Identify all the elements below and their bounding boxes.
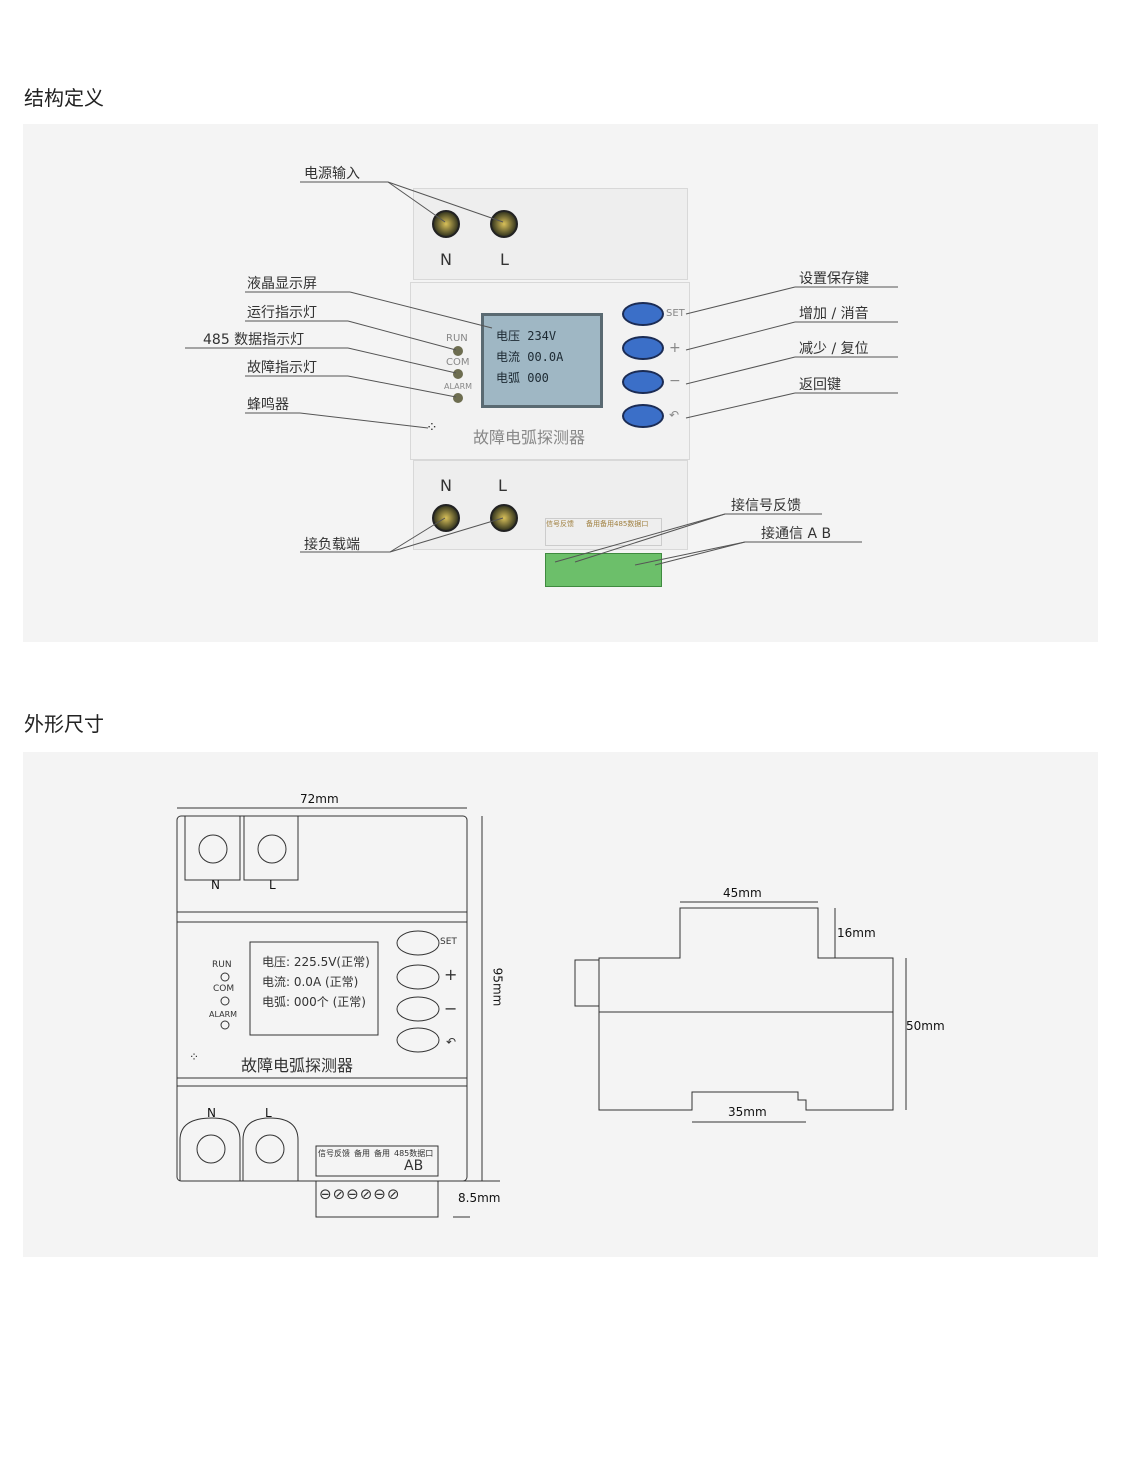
dim-side-step: 16mm [837,926,876,940]
device-top-block [413,188,688,280]
callout-lcd: 液晶显示屏 [247,276,317,292]
callout-fault-led: 故障指示灯 [247,360,317,376]
drawing-plus-label: + [444,965,458,984]
label-spare-2: 备用 [600,520,614,528]
drawing-led-com: COM [213,984,235,994]
terminal-label-n-bottom: N [440,476,452,495]
dim-width: 72mm [300,792,339,806]
alarm-led [453,393,463,403]
callout-lines [185,181,898,566]
buzzer-icon: ⁘ [426,420,440,436]
terminal-screw-l-top [490,210,518,238]
led-label-run: RUN [446,333,468,344]
callout-signal: 接信号反馈 [731,498,801,514]
drawing-label-signal: 信号反馈 [318,1149,350,1158]
plus-button-label: + [669,340,681,356]
callout-set: 设置保存键 [799,271,869,287]
dim-height: 95mm [490,967,505,1007]
callout-run-led: 运行指示灯 [247,305,317,321]
callout-buzzer: 蜂鸣器 [247,397,289,413]
drawing-device-name: 故障电弧探测器 [241,1056,354,1075]
device-name: 故障电弧探测器 [473,428,586,447]
callout-comm: 接通信 A B [761,526,832,542]
drawing-label-ab: AB [404,1158,424,1174]
section-title-structure: 结构定义 [24,86,104,110]
dim-side-rail: 35mm [728,1105,767,1119]
callout-back: 返回键 [799,377,841,393]
lcd-line-voltage: 电压 234V [496,329,557,343]
set-button-label: SET [666,308,685,319]
label-signal-feedback: 信号反馈 [546,520,574,528]
led-label-com: COM [446,357,470,368]
green-terminal-block [545,553,662,587]
drawing-terminal-labels: 信号反馈 备用 备用 485数据口 [318,1148,433,1159]
drawing-lcd-arc: 电弧: 000个 (正常) [262,995,366,1009]
lcd-screen: 电压 234V 电流 00.0A 电弧 000 [481,313,603,408]
callout-power-input: 电源输入 [304,166,360,182]
terminal-screw-n-top [432,210,460,238]
drawing-label-l-top: L [269,878,276,892]
lcd-line-current: 电流 00.0A [496,350,564,364]
callout-minus: 减少 / 复位 [799,341,869,357]
section-title-dimensions: 外形尺寸 [24,712,104,736]
callout-plus: 增加 / 消音 [799,306,869,322]
drawing-led-alarm: ALARM [209,1010,238,1019]
led-label-alarm: ALARM [444,382,473,391]
dimension-drawing [176,807,907,1218]
terminal-screw-n-bottom [432,504,460,532]
terminal-label-n-top: N [440,250,452,269]
minus-button-label: − [669,373,681,389]
set-button[interactable] [622,302,664,326]
com-led [453,369,463,379]
drawing-back-label: ↶ [446,1035,457,1049]
drawing-label-n-top: N [211,878,220,892]
run-led [453,346,463,356]
lcd-line-arc: 电弧 000 [496,371,549,385]
drawing-label-spare-1: 备用 [354,1149,370,1158]
drawing-lcd-voltage: 电压: 225.5V(正常) [262,955,370,969]
drawing-terminal-screws: ⊖⊘⊖⊘⊖⊘ [319,1185,401,1203]
dim-terminal: 8.5mm [458,1191,501,1205]
drawing-label-spare-2: 备用 [374,1149,390,1158]
device-bottom-block [413,460,688,550]
dim-side-height: 50mm [906,1019,945,1033]
plus-button[interactable] [622,336,664,360]
dim-side-top: 45mm [723,886,762,900]
callout-data-led: 485 数据指示灯 [203,332,305,348]
drawing-label-l-bottom: L [265,1106,272,1120]
callout-load: 接负载端 [304,537,360,553]
back-button[interactable] [622,404,664,428]
minus-button[interactable] [622,370,664,394]
drawing-label-n-bottom: N [207,1106,216,1120]
terminal-screw-l-bottom [490,504,518,532]
drawing-set-label: SET [440,937,457,947]
label-485: 485数据口 [614,520,649,528]
drawing-lcd-current: 电流: 0.0A (正常) [262,975,359,989]
back-button-label: ↶ [669,408,680,422]
drawing-lcd: 电压: 225.5V(正常) 电流: 0.0A (正常) 电弧: 000个 (正… [262,952,370,1012]
drawing-minus-label: − [444,999,458,1018]
dimension-panel [23,752,1098,1257]
label-spare-1: 备用 [586,520,600,528]
drawing-buzzer-icon: ⁘ [189,1050,200,1064]
terminal-label-l-top: L [500,250,509,269]
drawing-led-run: RUN [212,960,232,970]
terminal-label-l-bottom: L [498,476,507,495]
drawing-label-485: 485数据口 [394,1149,434,1158]
